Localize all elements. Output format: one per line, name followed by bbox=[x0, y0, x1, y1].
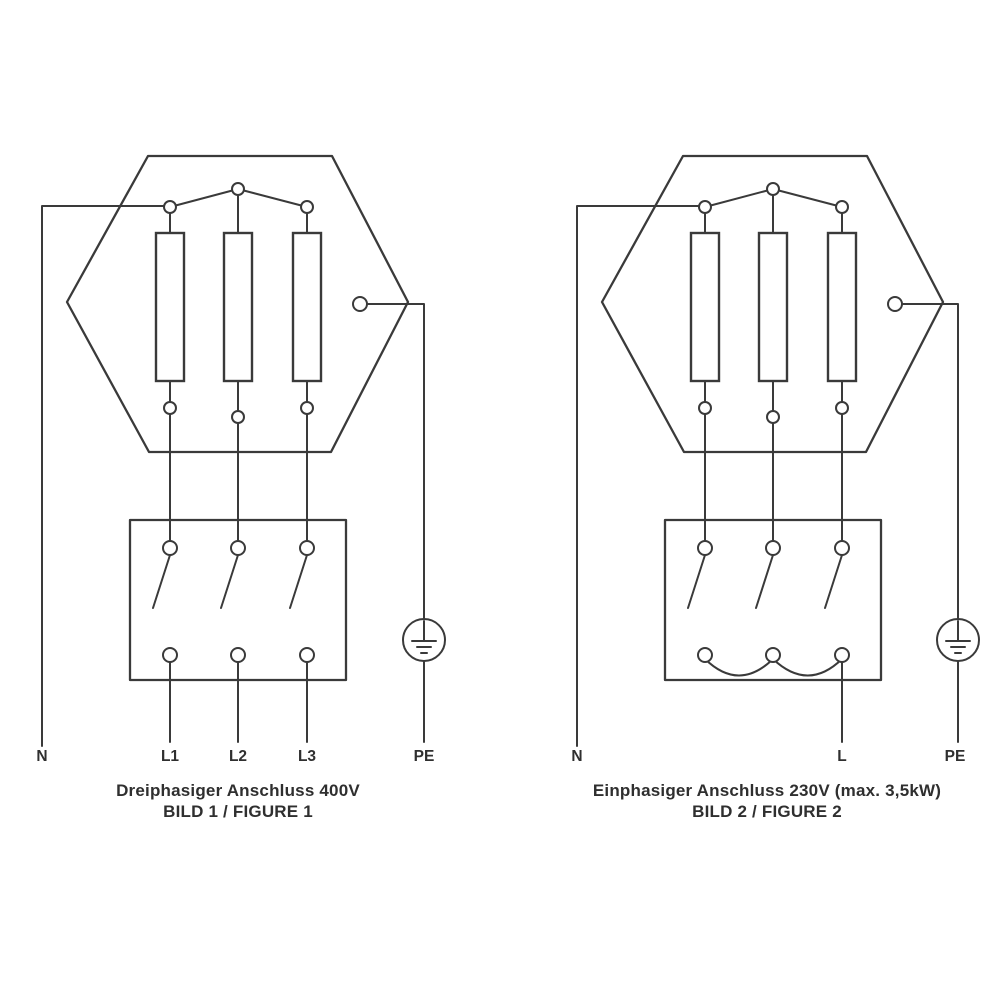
terminal-circle bbox=[163, 401, 177, 415]
terminal-circle bbox=[299, 647, 315, 663]
figure1-star-bridge-wires bbox=[169, 188, 308, 208]
figure2-pe-wire bbox=[894, 303, 959, 743]
heating-element bbox=[757, 231, 789, 383]
figure1-pe-terminal bbox=[352, 296, 368, 312]
terminal-circle bbox=[162, 647, 178, 663]
figure2-element-terminals bbox=[698, 182, 903, 424]
terminal-circle bbox=[834, 540, 850, 556]
terminal-circle bbox=[299, 540, 315, 556]
heating-element bbox=[689, 231, 721, 383]
terminal-circle bbox=[163, 200, 177, 214]
heating-element bbox=[222, 231, 254, 383]
figure2-label-n: N bbox=[571, 748, 582, 765]
heating-element bbox=[154, 231, 186, 383]
figure2-earth-ground-icon bbox=[936, 618, 980, 662]
figure1-caption-line2: BILD 1 / FIGURE 1 bbox=[163, 802, 313, 821]
terminal-circle bbox=[697, 540, 713, 556]
figure2-single-phase-diagram: N L PE Einphasiger Anschluss 230V (max. … bbox=[571, 154, 980, 821]
terminal-circle bbox=[698, 200, 712, 214]
figure2-hexagon-housing bbox=[600, 154, 945, 454]
figure1-switch-box bbox=[128, 518, 348, 682]
figure1-heating-elements bbox=[154, 231, 323, 383]
terminal-circle bbox=[230, 647, 246, 663]
earth-ground-glyph bbox=[411, 620, 437, 654]
figure2-heating-elements bbox=[689, 231, 858, 383]
figure1-label-l2: L2 bbox=[229, 748, 247, 765]
heating-element bbox=[826, 231, 858, 383]
figure1-label-l1: L1 bbox=[161, 748, 179, 765]
figure1-box-output-wires bbox=[169, 654, 308, 743]
terminal-circle bbox=[698, 401, 712, 415]
terminal-circle bbox=[766, 410, 780, 424]
figure2-bridge-links bbox=[704, 658, 843, 677]
terminal-circle bbox=[834, 647, 850, 663]
figure2-pe-terminal bbox=[887, 296, 903, 312]
figure1-caption-line1: Dreiphasiger Anschluss 400V bbox=[116, 781, 360, 800]
figure2-label-pe: PE bbox=[945, 748, 966, 765]
earth-ground-glyph bbox=[945, 620, 971, 654]
terminal-circle bbox=[300, 200, 314, 214]
terminal-circle bbox=[835, 200, 849, 214]
figure1-element-to-box-wires bbox=[169, 380, 308, 549]
figure1-neutral-wire bbox=[41, 205, 166, 747]
terminal-circle bbox=[765, 647, 781, 663]
terminal-circle bbox=[697, 647, 713, 663]
figure1-label-pe: PE bbox=[414, 748, 435, 765]
terminal-circle bbox=[765, 540, 781, 556]
figure1-pe-wire bbox=[359, 303, 425, 743]
figure1-label-n: N bbox=[36, 748, 47, 765]
figure2-caption-line2: BILD 2 / FIGURE 2 bbox=[692, 802, 842, 821]
figure2-star-bridge-wires bbox=[704, 188, 843, 208]
figure2-neutral-wire bbox=[576, 205, 701, 747]
terminal-circle bbox=[300, 401, 314, 415]
figure1-label-l3: L3 bbox=[298, 748, 316, 765]
figure1-element-terminals bbox=[163, 182, 368, 424]
terminal-circle bbox=[230, 540, 246, 556]
figure1-switch-blades bbox=[152, 554, 308, 609]
figure2-switch-blades bbox=[687, 554, 843, 609]
terminal-circle bbox=[835, 401, 849, 415]
heating-element bbox=[291, 231, 323, 383]
figure1-three-phase-diagram: N L1 L2 L3 PE Dreiphasiger Anschluss 400… bbox=[36, 154, 446, 821]
figure2-caption-line1: Einphasiger Anschluss 230V (max. 3,5kW) bbox=[593, 781, 941, 800]
figure1-hexagon-housing bbox=[65, 154, 410, 454]
terminal-circle bbox=[162, 540, 178, 556]
figure2-element-to-box-wires bbox=[704, 380, 843, 549]
figure2-label-l: L bbox=[837, 748, 846, 765]
figure2-switch-box bbox=[663, 518, 883, 682]
figure1-earth-ground-icon bbox=[402, 618, 446, 662]
figure2-box-terminals bbox=[697, 540, 850, 663]
figure1-box-terminals bbox=[162, 540, 315, 663]
terminal-circle bbox=[231, 182, 245, 196]
terminal-circle bbox=[766, 182, 780, 196]
terminal-circle bbox=[231, 410, 245, 424]
